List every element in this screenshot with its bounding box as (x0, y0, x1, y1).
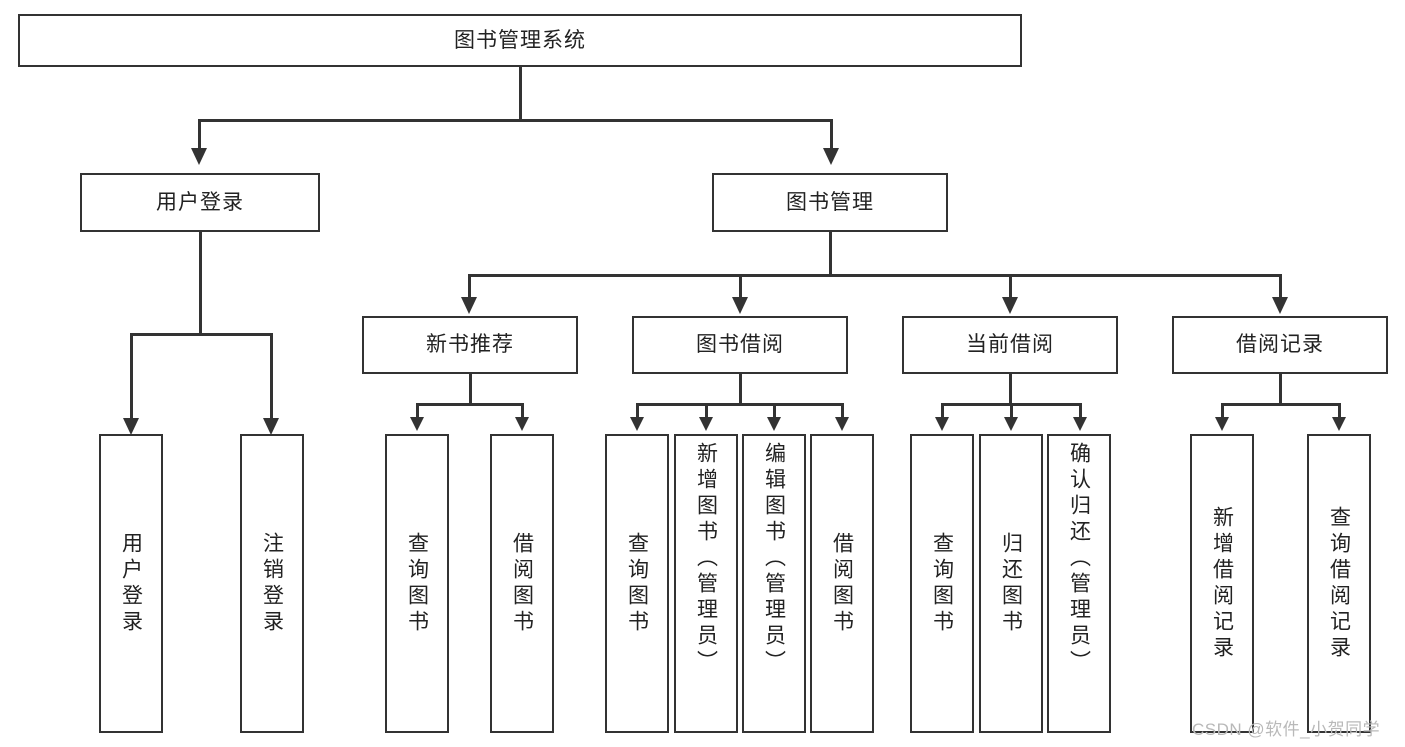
connector-book-borrow-leaf1 (636, 403, 639, 417)
connector-book-borrow-leaf2 (705, 403, 708, 417)
node-label: 借阅记录 (1236, 333, 1324, 357)
leaf-borrow-book[interactable]: 借阅图书 (810, 434, 874, 733)
node-book-management-system[interactable]: 图书管理系统 (18, 14, 1022, 67)
leaf-add-book-admin[interactable]: 新增图书（管理员） (674, 434, 738, 733)
arrow-book-borrow-leaf2 (699, 417, 713, 431)
arrow-book-borrow-leaf1 (630, 417, 644, 431)
arrow-current-borrow-leaf1 (935, 417, 949, 431)
connector-book-borrow-stem (739, 374, 742, 403)
leaf-borrow-book-new[interactable]: 借阅图书 (490, 434, 554, 733)
connector-root-to-book-management (830, 119, 833, 149)
node-user-login[interactable]: 用户登录 (80, 173, 320, 232)
node-label: 查询图书 (930, 531, 954, 636)
arrow-borrow-record-leaf2 (1332, 417, 1346, 431)
leaf-query-book-current[interactable]: 查询图书 (910, 434, 974, 733)
node-book-management[interactable]: 图书管理 (712, 173, 948, 232)
connector-current-borrow-leaf1 (941, 403, 944, 417)
connector-user-login-leaf2 (270, 333, 273, 419)
arrow-current-borrow-leaf2 (1004, 417, 1018, 431)
arrow-new-book-leaf1 (410, 417, 424, 431)
arrow-borrow-record-leaf1 (1215, 417, 1229, 431)
node-label: 查询图书 (625, 531, 649, 636)
leaf-add-borrow-record[interactable]: 新增借阅记录 (1190, 434, 1254, 733)
connector-user-login-stem (199, 232, 202, 333)
node-label: 查询借阅记录 (1327, 505, 1351, 662)
node-label: 图书管理 (786, 190, 874, 214)
node-label: 用户登录 (156, 190, 244, 214)
connector-new-book-bus (416, 403, 523, 406)
connector-bm-to-current-borrow (1009, 274, 1012, 298)
arrow-user-login-leaf2 (263, 418, 279, 435)
arrow-new-book-leaf2 (515, 417, 529, 431)
connector-borrow-record-bus (1221, 403, 1340, 406)
connector-book-management-stem (829, 232, 832, 274)
leaf-query-book-borrow[interactable]: 查询图书 (605, 434, 669, 733)
connector-book-borrow-leaf3 (773, 403, 776, 417)
connector-book-borrow-leaf4 (841, 403, 844, 417)
leaf-edit-book-admin[interactable]: 编辑图书（管理员） (742, 434, 806, 733)
connector-current-borrow-stem (1009, 374, 1012, 403)
node-label: 用户登录 (119, 531, 143, 636)
connector-borrow-record-stem (1279, 374, 1282, 403)
node-label: 编辑图书（管理员） (762, 442, 786, 676)
connector-new-book-leaf1 (416, 403, 419, 417)
connector-root-to-user-login (198, 119, 201, 149)
connector-borrow-record-leaf2 (1338, 403, 1341, 417)
node-current-borrow[interactable]: 当前借阅 (902, 316, 1118, 374)
connector-bm-to-new-book (468, 274, 471, 298)
arrow-root-to-user-login (191, 148, 207, 165)
arrow-user-login-leaf1 (123, 418, 139, 435)
leaf-query-borrow-record[interactable]: 查询借阅记录 (1307, 434, 1371, 733)
leaf-confirm-return-admin[interactable]: 确认归还（管理员） (1047, 434, 1111, 733)
connector-user-login-bus (130, 333, 270, 336)
node-label: 归还图书 (999, 531, 1023, 636)
connector-borrow-record-leaf1 (1221, 403, 1224, 417)
leaf-logout[interactable]: 注销登录 (240, 434, 304, 733)
node-label: 新书推荐 (426, 333, 514, 357)
node-book-borrow[interactable]: 图书借阅 (632, 316, 848, 374)
connector-root-bus (198, 119, 832, 122)
arrow-book-borrow-leaf4 (835, 417, 849, 431)
node-label: 当前借阅 (966, 333, 1054, 357)
node-label: 图书管理系统 (454, 28, 586, 52)
arrow-bm-to-borrow-record (1272, 297, 1288, 314)
arrow-root-to-book-management (823, 148, 839, 165)
arrow-current-borrow-leaf3 (1073, 417, 1087, 431)
node-label: 新增图书（管理员） (694, 442, 718, 676)
node-borrow-record[interactable]: 借阅记录 (1172, 316, 1388, 374)
connector-current-borrow-leaf2 (1010, 403, 1013, 417)
connector-book-borrow-bus (636, 403, 843, 406)
arrow-book-borrow-leaf3 (767, 417, 781, 431)
watermark: CSDN @软件_小贺同学 (1192, 720, 1381, 739)
leaf-return-book[interactable]: 归还图书 (979, 434, 1043, 733)
connector-new-book-stem (469, 374, 472, 403)
node-label: 借阅图书 (510, 531, 534, 636)
leaf-user-login[interactable]: 用户登录 (99, 434, 163, 733)
connector-book-management-bus (468, 274, 1280, 277)
node-label: 注销登录 (260, 531, 284, 636)
connector-bm-to-borrow-record (1279, 274, 1282, 298)
connector-root-stem (519, 67, 522, 119)
node-label: 图书借阅 (696, 333, 784, 357)
node-label: 查询图书 (405, 531, 429, 636)
leaf-query-book-new[interactable]: 查询图书 (385, 434, 449, 733)
arrow-bm-to-current-borrow (1002, 297, 1018, 314)
node-label: 借阅图书 (830, 531, 854, 636)
arrow-bm-to-book-borrow (732, 297, 748, 314)
connector-user-login-leaf1 (130, 333, 133, 419)
node-label: 确认归还（管理员） (1067, 442, 1091, 676)
connector-current-borrow-leaf3 (1079, 403, 1082, 417)
connector-bm-to-book-borrow (739, 274, 742, 298)
node-new-book-recommend[interactable]: 新书推荐 (362, 316, 578, 374)
node-label: 新增借阅记录 (1210, 505, 1234, 662)
arrow-bm-to-new-book (461, 297, 477, 314)
connector-new-book-leaf2 (521, 403, 524, 417)
